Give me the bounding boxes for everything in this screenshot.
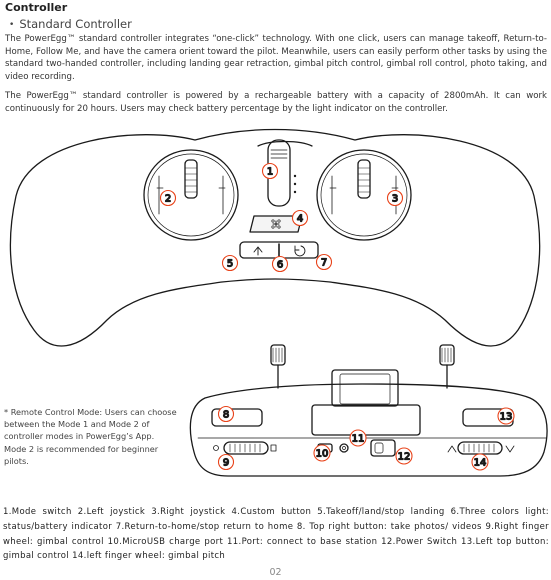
- left-joystick-well-inner: [147, 153, 235, 237]
- callout-11: 11: [349, 429, 367, 447]
- right-joystick-well-inner: [320, 153, 408, 237]
- callout-14: 14: [471, 453, 489, 471]
- callout-12: 12: [395, 447, 413, 465]
- camera-icon: [213, 445, 219, 451]
- svg-text:5: 5: [227, 259, 233, 270]
- svg-text:7: 7: [321, 258, 327, 269]
- callout-6: 6: [271, 255, 289, 273]
- section-heading-text: Standard Controller: [19, 17, 132, 31]
- paragraph-battery: The PowerEgg™ standard controller is pow…: [5, 91, 547, 114]
- component-legend: 1.Mode switch 2.Left joystick 3.Right jo…: [3, 507, 549, 562]
- base-station-port: [339, 443, 349, 453]
- svg-text:6: 6: [277, 260, 283, 271]
- callout-5: 5: [221, 254, 239, 272]
- right-finger-wheel: [223, 441, 269, 455]
- right-joystick-stick: [357, 159, 371, 199]
- controller-top-view: [9, 128, 541, 347]
- svg-text:12: 12: [398, 452, 411, 463]
- callout-1: 1: [261, 162, 279, 180]
- svg-text:14: 14: [474, 458, 487, 469]
- return-home-icon: [294, 245, 306, 257]
- drone-icon: [272, 220, 280, 228]
- top-ridge: [257, 140, 313, 147]
- controller-diagram: 1 2 3 4 5 6 7 8 9 10 11 12 13 14: [9, 128, 548, 477]
- svg-text:9: 9: [223, 458, 229, 469]
- svg-text:3: 3: [392, 194, 398, 205]
- callout-3: 3: [386, 189, 404, 207]
- svg-text:1: 1: [267, 167, 273, 178]
- bullet-icon: •: [9, 20, 15, 30]
- callout-8: 8: [217, 405, 235, 423]
- callout-7: 7: [315, 253, 333, 271]
- svg-text:11: 11: [352, 434, 365, 445]
- tilt-down-icon: [505, 445, 515, 453]
- callout-13: 13: [497, 407, 515, 425]
- left-joystick-well: [143, 149, 239, 241]
- left-joystick-stick: [184, 159, 198, 199]
- svg-text:10: 10: [316, 449, 329, 460]
- callout-9: 9: [217, 453, 235, 471]
- power-switch: [370, 439, 396, 457]
- section-heading: • Standard Controller: [9, 17, 132, 31]
- controller-rear-view: [189, 344, 548, 477]
- controller-body-rear: [189, 383, 548, 477]
- svg-text:13: 13: [500, 412, 513, 423]
- paragraph-intro: The PowerEgg™ standard controller integr…: [5, 34, 547, 83]
- takeoff-icon: [253, 246, 263, 256]
- controller-body-top: [9, 128, 541, 347]
- left-finger-wheel: [457, 441, 503, 455]
- phone-clamp: [331, 369, 399, 407]
- svg-text:2: 2: [165, 194, 171, 205]
- right-joystick-well: [316, 149, 412, 241]
- callout-2: 2: [159, 189, 177, 207]
- callout-4: 4: [291, 209, 309, 227]
- svg-text:8: 8: [223, 410, 229, 421]
- tilt-up-icon: [447, 445, 457, 453]
- page-number: 02: [269, 567, 282, 578]
- top-right-button: [211, 408, 263, 427]
- callout-10: 10: [313, 444, 331, 462]
- video-icon: [270, 444, 277, 452]
- page-title: Controller: [5, 1, 68, 14]
- svg-text:4: 4: [297, 214, 303, 225]
- center-block: [311, 404, 421, 436]
- remote-control-mode-note: * Remote Control Mode: Users can choose …: [4, 407, 177, 466]
